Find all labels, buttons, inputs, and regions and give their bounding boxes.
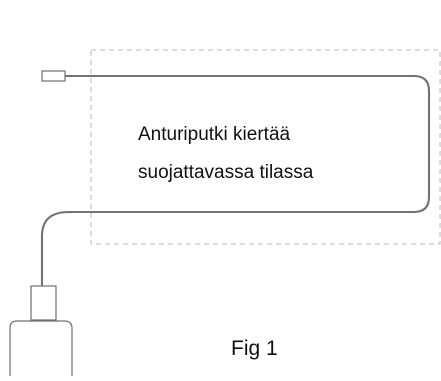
sensor-loop-label-line-1: Anturiputki kiertää — [138, 124, 291, 145]
figure-label: Fig 1 — [231, 337, 278, 360]
protected-area-border — [90, 49, 441, 245]
sensor-tube-path — [40, 74, 431, 288]
sensor-tip-icon — [41, 70, 66, 82]
sensor-loop-label-line-2: suojattavassa tilassa — [138, 162, 314, 183]
connector-neck — [30, 285, 57, 321]
sensor-loop-label: Anturiputki kiertää suojattavassa tilass… — [138, 116, 378, 192]
connector-body-icon — [9, 320, 73, 376]
